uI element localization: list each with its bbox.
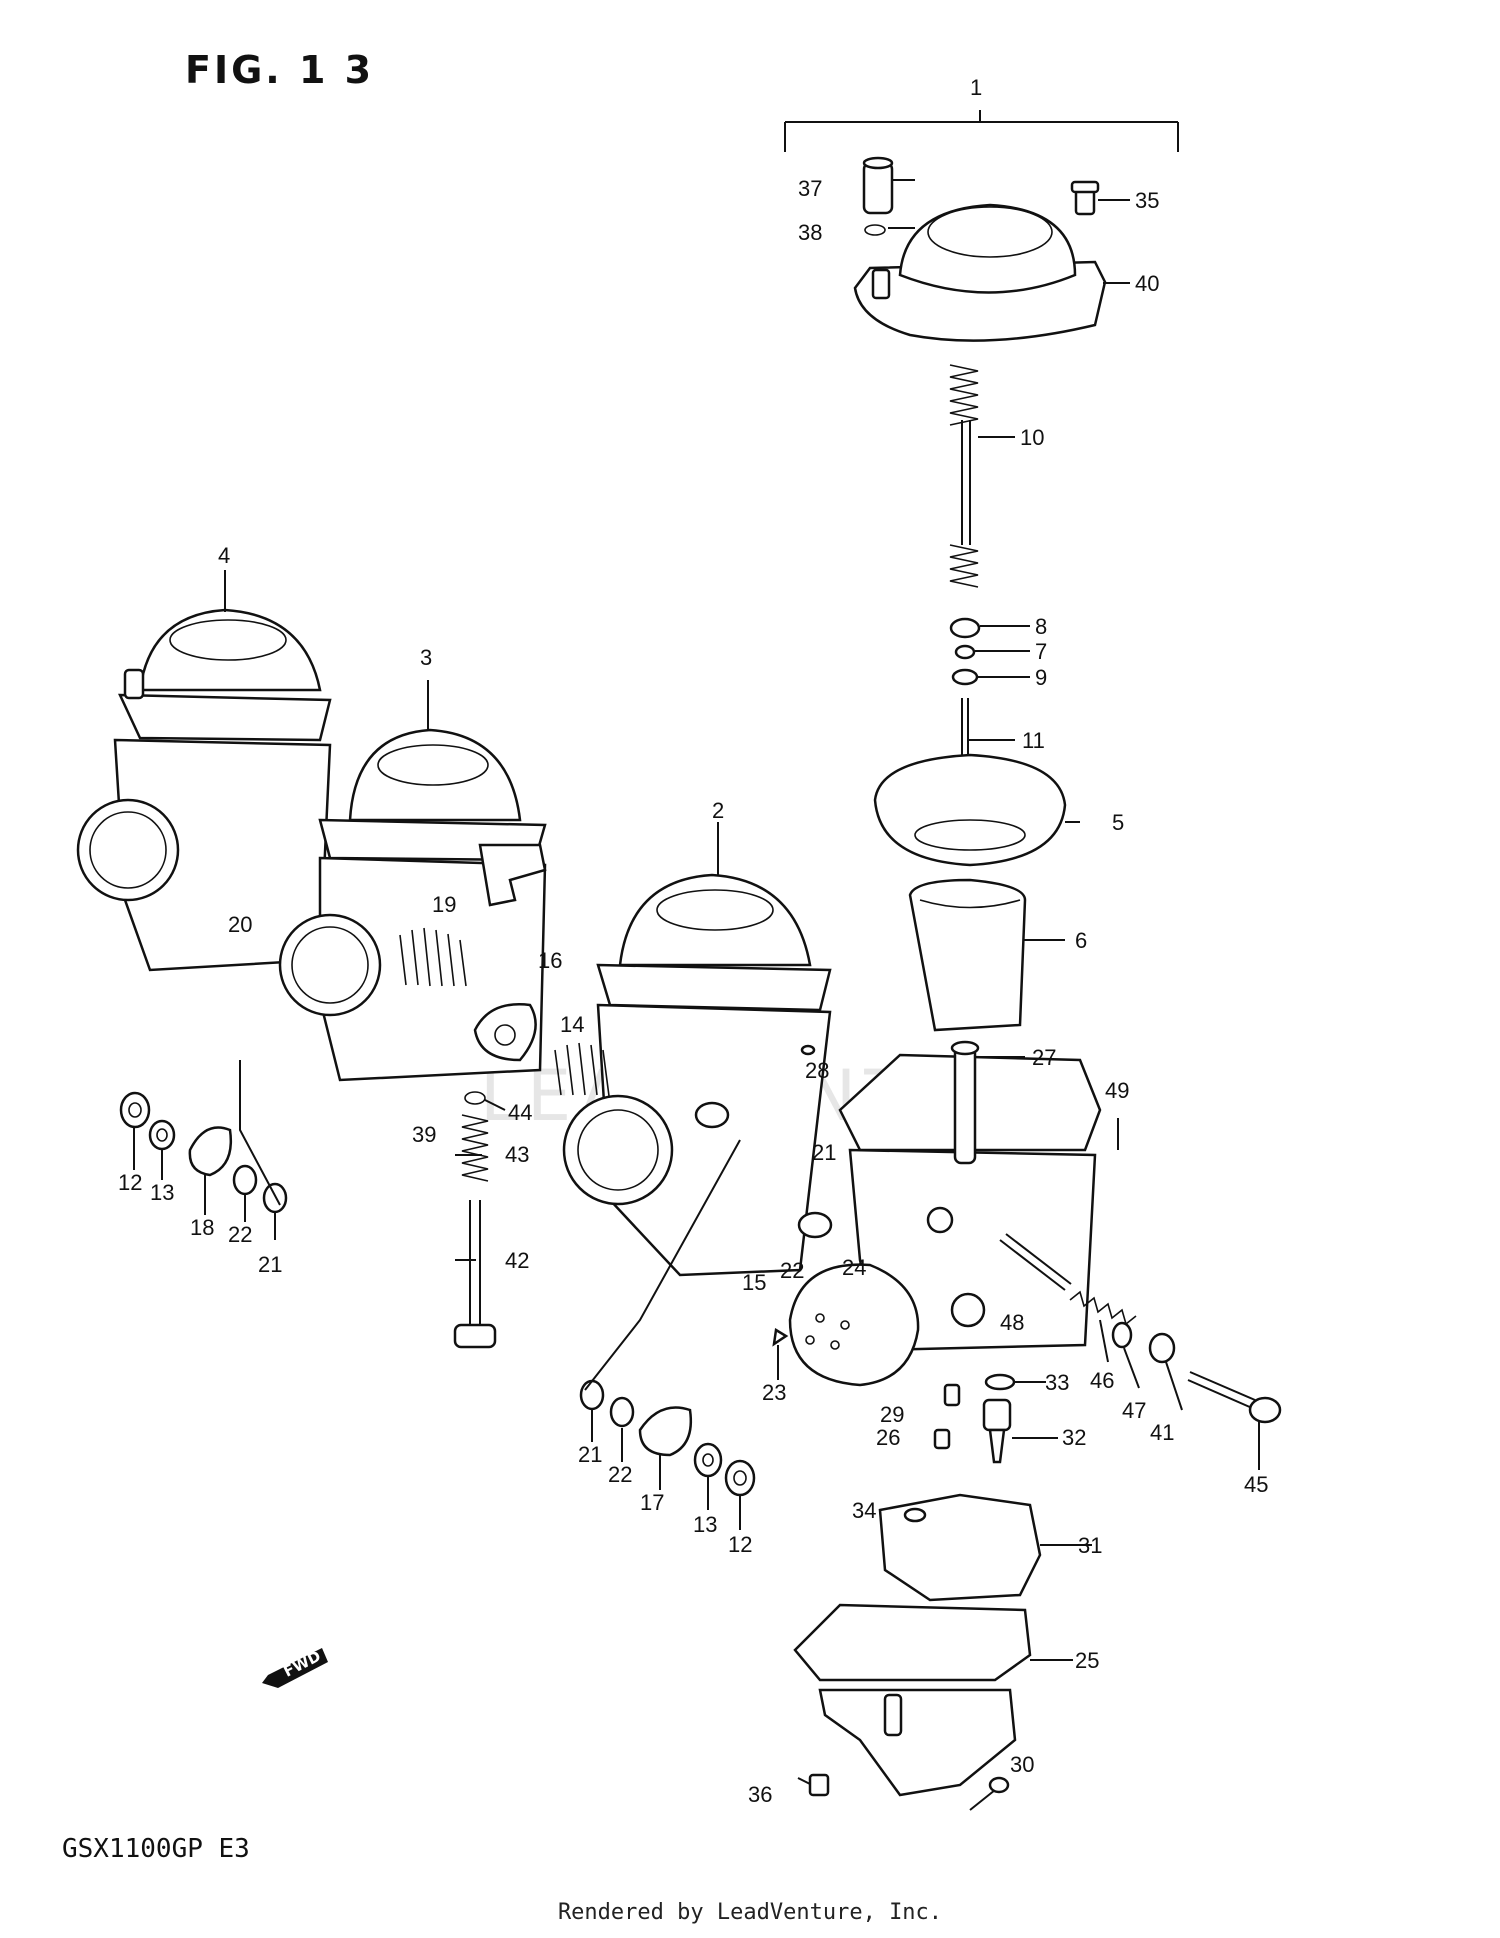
callout-6: 6 [1075,928,1087,953]
callout-33: 33 [1045,1370,1069,1395]
callout-9: 9 [1035,665,1047,690]
callout-18: 18 [190,1215,214,1240]
callout-15: 15 [742,1270,766,1295]
fwd-arrow: FWD [262,1647,328,1688]
callout-25: 25 [1075,1648,1099,1673]
callout-22-left: 22 [228,1222,252,1247]
callout-26: 26 [876,1425,900,1450]
carburetor-2 [554,873,832,1277]
callout-32: 32 [1062,1425,1086,1450]
callout-1: 1 [970,75,982,100]
callout-28: 28 [805,1058,829,1083]
callout-22-mid: 22 [608,1462,632,1487]
callout-19: 19 [432,892,456,917]
fwd-label: FWD [281,1647,324,1681]
callout-31: 31 [1078,1533,1102,1558]
callout-23: 23 [762,1380,786,1405]
bottom-parts [793,1373,1042,1811]
callout-13-left: 13 [150,1180,174,1205]
spring-and-slide-parts [873,364,1067,1032]
bracket-line [784,110,1179,152]
callout-11: 11 [1022,728,1045,753]
left-small-parts [119,1091,497,1349]
callout-21-mid: 21 [578,1442,602,1467]
callout-45: 45 [1244,1472,1268,1497]
callout-21-left: 21 [258,1252,282,1277]
callout-43: 43 [505,1142,529,1167]
callout-40: 40 [1135,271,1159,296]
callout-12-left: 12 [118,1170,142,1195]
callout-17: 17 [640,1490,664,1515]
callout-35: 35 [1135,188,1159,213]
callout-16: 16 [538,948,562,973]
callout-37: 37 [798,176,822,201]
carburetor-1-body [788,1040,1282,1424]
top-cap-assembly [853,156,1107,342]
callout-46: 46 [1090,1368,1114,1393]
footer-credit: Rendered by LeadVenture, Inc. [557,1900,943,1925]
callout-20: 20 [228,912,252,937]
callout-5: 5 [1112,810,1124,835]
callout-27: 27 [1032,1045,1056,1070]
callout-21-right: 21 [812,1140,836,1165]
callout-2: 2 [712,798,724,823]
callout-48: 48 [1000,1310,1024,1335]
callout-3: 3 [420,645,432,670]
carburetor-3 [278,728,547,1082]
callout-24: 24 [842,1255,866,1280]
callout-41: 41 [1150,1420,1174,1445]
callout-47: 47 [1122,1398,1146,1423]
callout-12-right: 12 [728,1532,752,1557]
carburetor-4 [76,608,332,972]
callout-38: 38 [798,220,822,245]
callout-labels: 1 2 3 4 5 6 7 8 9 10 11 12 12 13 13 14 1… [118,75,1268,1807]
leader-lines [133,179,1260,1785]
callout-10: 10 [1020,425,1044,450]
figure-title: FIG. 1 3 [185,48,375,92]
callout-8: 8 [1035,614,1047,639]
callout-42: 42 [505,1248,529,1273]
callout-13-right: 13 [693,1512,717,1537]
callout-29: 29 [880,1402,904,1427]
callout-14: 14 [560,1012,584,1037]
callout-30: 30 [1010,1752,1034,1777]
callout-44: 44 [508,1100,532,1125]
callout-36: 36 [748,1782,772,1807]
callout-34: 34 [852,1498,876,1523]
model-code: GSX1100GP E3 [62,1834,250,1864]
callout-49: 49 [1105,1078,1129,1103]
callout-22-right: 22 [780,1258,804,1283]
callout-39: 39 [412,1122,436,1147]
callout-7: 7 [1035,639,1047,664]
callout-4: 4 [218,543,230,568]
